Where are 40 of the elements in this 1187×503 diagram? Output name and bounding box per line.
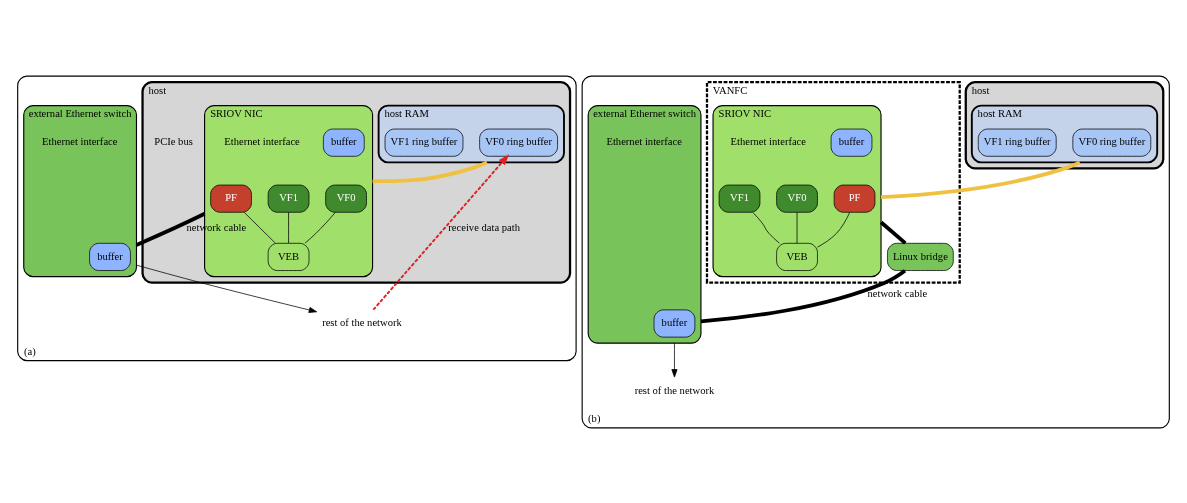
connector: [752, 211, 780, 244]
connector: [372, 160, 488, 183]
node-box: buffer: [830, 128, 873, 157]
node-box: VF0 ring buffer: [1072, 128, 1152, 157]
node-box: VF0: [776, 184, 818, 213]
node-box: VF0: [325, 184, 367, 213]
arrow: [136, 264, 318, 313]
node-box: PF: [833, 184, 876, 213]
arrow: [671, 342, 678, 377]
label: Ethernet interface: [730, 135, 807, 147]
node-text: rest of the network: [322, 316, 402, 328]
arrow: [372, 153, 510, 311]
label: Ethernet interface: [606, 135, 682, 147]
node-box: VEB: [267, 242, 310, 271]
connector: [304, 211, 336, 243]
node-box: VF1 ring buffer: [977, 128, 1057, 157]
node-box: Linux bridge: [887, 242, 954, 271]
node-box: VF0 ring buffer: [479, 128, 558, 157]
node-box: buffer: [653, 309, 696, 337]
connector: [879, 220, 907, 245]
connector: [700, 268, 907, 323]
connector: [135, 211, 206, 247]
node-box: VF1 ring buffer: [384, 128, 464, 157]
edge-label: receive data path: [448, 221, 520, 233]
edge-label: network cable: [867, 287, 928, 299]
node-box: buffer: [323, 128, 365, 157]
connector: [880, 160, 1081, 199]
connector: [288, 211, 289, 243]
label: Ethernet interface: [42, 135, 118, 147]
node-box: VF1: [718, 184, 761, 213]
node-box: VF1: [267, 184, 310, 213]
node-box: buffer: [89, 242, 131, 271]
connector: [243, 211, 276, 243]
connector: [817, 211, 851, 247]
node-box: PF: [210, 184, 252, 213]
node-text: rest of the network: [634, 384, 715, 396]
node-box: VEB: [776, 242, 818, 271]
label: Ethernet interface: [224, 135, 300, 147]
connector: [796, 211, 798, 243]
label: PCIe bus: [154, 135, 193, 147]
